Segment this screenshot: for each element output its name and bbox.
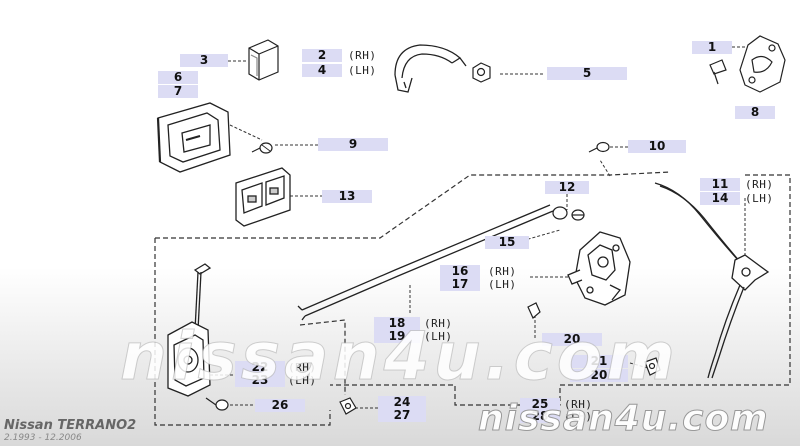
callout-28[interactable]: 28 [520, 410, 560, 423]
part-21-drawing [644, 357, 661, 376]
callout-26[interactable]: 26 [255, 399, 305, 412]
callout-19[interactable]: 19 [374, 330, 420, 343]
footer-period: 2.1993 - 12.2006 [4, 433, 82, 443]
part-5-drawing [472, 62, 491, 83]
part-13-drawing [235, 167, 291, 227]
side-label-rh-18: (RH) [424, 317, 453, 330]
part-6-drawing [156, 102, 231, 173]
callout-9[interactable]: 9 [318, 138, 388, 151]
callout-4[interactable]: 4 [302, 64, 342, 77]
callout-6[interactable]: 6 [158, 71, 198, 84]
door-outline-dashed [154, 171, 791, 426]
callout-22[interactable]: 22 [235, 361, 285, 374]
part-8-drawing [709, 35, 786, 93]
part-26-drawing [205, 397, 229, 411]
part-16-drawing [567, 231, 631, 306]
callout-15[interactable]: 15 [485, 236, 529, 249]
side-label-lh-4: (LH) [348, 64, 377, 77]
watermark-corner: nissan4u.com [478, 398, 769, 440]
callout-5[interactable]: 5 [547, 67, 627, 80]
part-3-drawing [248, 39, 279, 81]
side-label-lh-14: (LH) [745, 192, 774, 205]
part-20-drawing [527, 302, 541, 319]
callout-17[interactable]: 17 [440, 278, 480, 291]
part-24-drawing [339, 397, 357, 415]
callout-1[interactable]: 1 [692, 41, 732, 54]
callout-2[interactable]: 2 [302, 49, 342, 62]
part-11-drawing [654, 182, 770, 379]
side-label-rh-2: (RH) [348, 49, 377, 62]
callout-3[interactable]: 3 [180, 54, 228, 67]
watermark-center: nissan4u.com [120, 318, 679, 396]
footer-model: Nissan TERRANO2 [4, 418, 137, 433]
side-label-rh-11: (RH) [745, 178, 774, 191]
callout-14[interactable]: 14 [700, 192, 740, 205]
callout-16[interactable]: 16 [440, 265, 480, 278]
side-label-rh-16: (RH) [488, 265, 517, 278]
side-label-lh-28: (LH) [564, 410, 593, 423]
callout-8[interactable]: 8 [735, 106, 775, 119]
callout-11[interactable]: 11 [700, 178, 740, 191]
callout-10[interactable]: 10 [628, 140, 686, 153]
callout-7[interactable]: 7 [158, 85, 198, 98]
side-label-lh-19: (LH) [424, 330, 453, 343]
callout-12[interactable]: 12 [545, 181, 589, 194]
side-label-rh-25: (RH) [564, 398, 593, 411]
callout-24[interactable]: 24 [378, 396, 426, 409]
rod-18-drawing [297, 204, 554, 321]
part-2-drawing [394, 44, 467, 93]
callout-20-lower[interactable]: 20 [570, 369, 628, 382]
callout-27[interactable]: 27 [378, 409, 426, 422]
side-label-lh-23: (LH) [288, 374, 317, 387]
part-22-drawing [167, 263, 212, 397]
part-10-drawing [588, 141, 610, 153]
part-9-drawing [251, 142, 273, 154]
part-12-drawing [552, 206, 585, 221]
callout-13[interactable]: 13 [322, 190, 372, 203]
side-label-lh-17: (LH) [488, 278, 517, 291]
callout-20-upper[interactable]: 20 [542, 333, 602, 346]
callout-18[interactable]: 18 [374, 317, 420, 330]
side-label-rh-22: (RH) [288, 361, 317, 374]
callout-23[interactable]: 23 [235, 374, 285, 387]
callout-25[interactable]: 25 [520, 398, 560, 411]
callout-21[interactable]: 21 [570, 355, 628, 368]
